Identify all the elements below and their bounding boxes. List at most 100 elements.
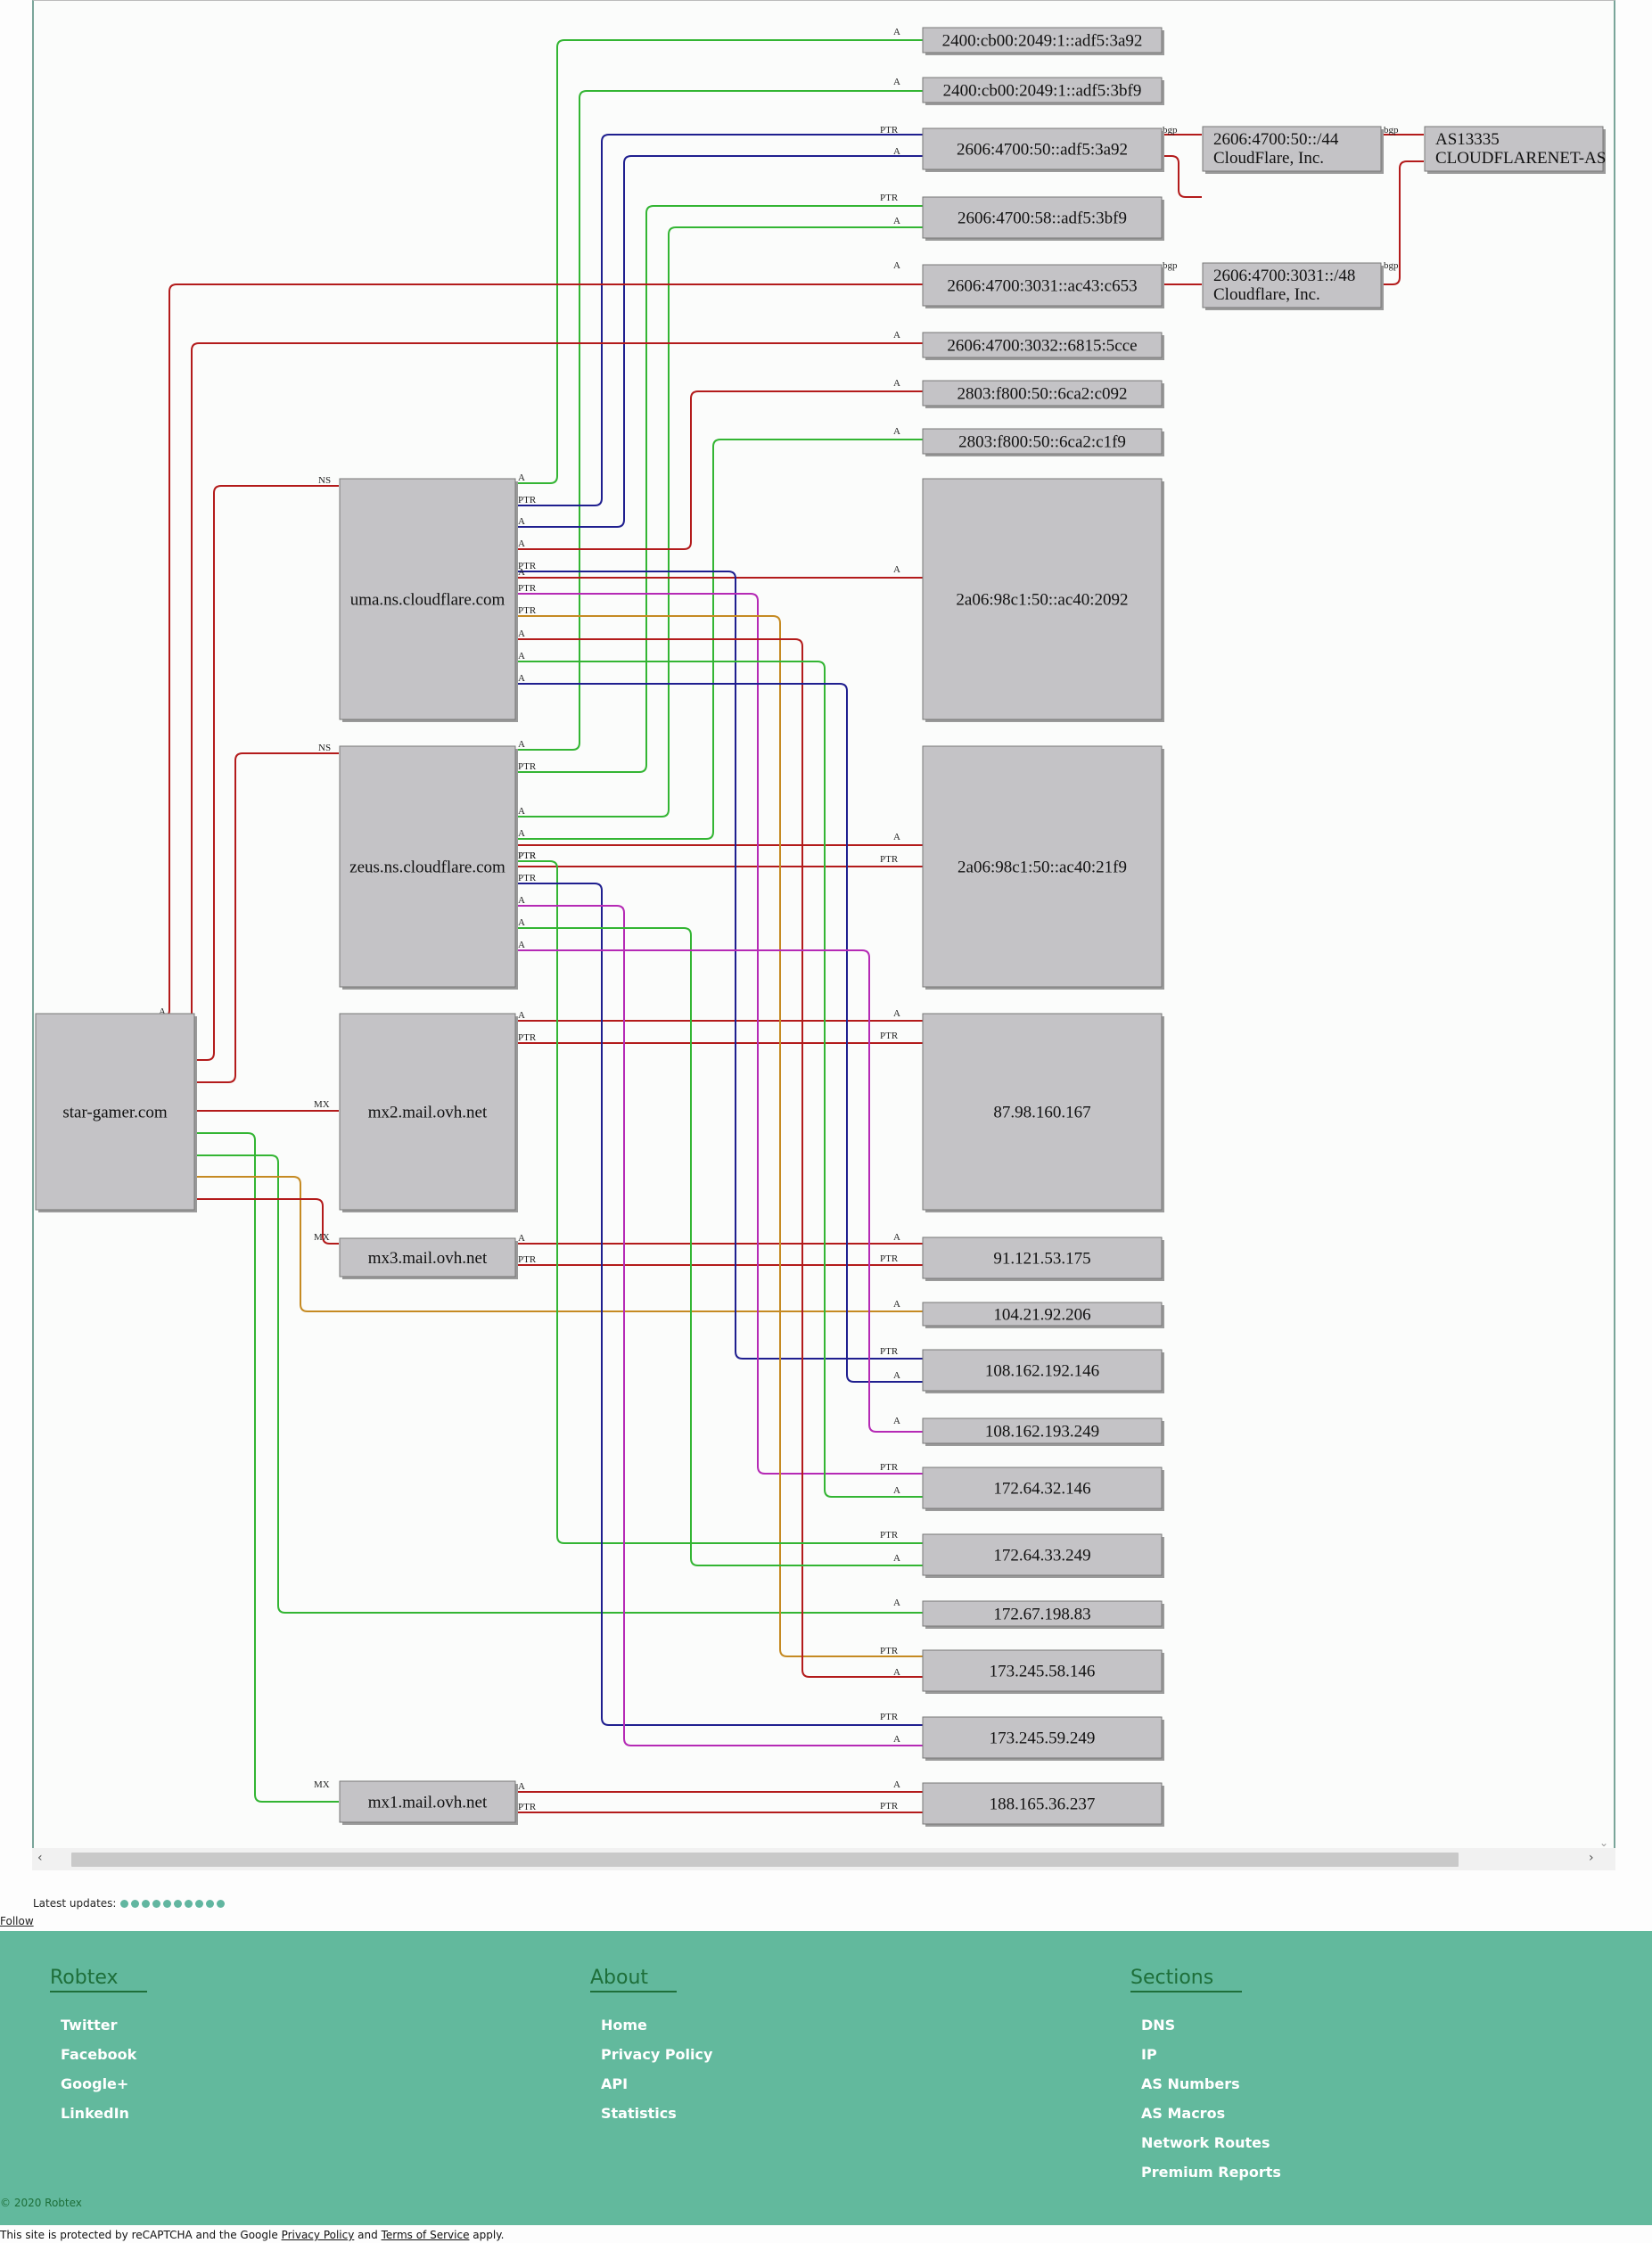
footer-link-premium-reports[interactable]: Premium Reports [1141,2164,1281,2181]
edge-label: A [893,1232,900,1243]
ipv6-node[interactable]: 2a06:98c1:50::ac40:21f9 [922,745,1164,990]
footer-link-statistics[interactable]: Statistics [601,2105,677,2122]
ipv6-node[interactable]: 2606:4700:50::adf5:3a92 [922,127,1164,172]
edge [515,593,923,1475]
scroll-right-arrow[interactable]: › [1589,1851,1594,1865]
mailserver-node[interactable]: mx2.mail.ovh.net [339,1013,518,1212]
ipv4-node[interactable]: 172.64.32.146 [922,1467,1164,1511]
node-label: 2a06:98c1:50::ac40:21f9 [958,859,1127,877]
ipv6-node[interactable]: 2606:4700:3032::6815:5cce [922,332,1164,360]
edge-label: A [893,1370,900,1381]
ipv6-node[interactable]: 2606:4700:3031::ac43:c653 [922,264,1164,308]
edge-label: A [893,330,900,341]
node-label: 2803:f800:50::6ca2:c1f9 [958,433,1126,452]
update-dot[interactable] [174,1899,183,1908]
ipv4-node[interactable]: 87.98.160.167 [922,1013,1164,1212]
footer-link-googleplus[interactable]: Google+ [61,2075,129,2092]
ipv4-node[interactable]: 173.245.58.146 [922,1649,1164,1694]
footer-link-dns[interactable]: DNS [1141,2017,1176,2033]
footer-link-privacy-policy[interactable]: Privacy Policy [601,2046,713,2063]
update-dot[interactable] [195,1899,204,1908]
update-dot[interactable] [185,1899,193,1908]
update-dot[interactable] [142,1899,151,1908]
node-label: 2a06:98c1:50::ac40:2092 [956,591,1128,610]
edge [515,638,923,1678]
scrollbar-thumb[interactable] [71,1853,1459,1867]
edge-label: PTR [880,1801,899,1812]
footer-link-ip[interactable]: IP [1141,2046,1157,2063]
ipv4-node[interactable]: 104.21.92.206 [922,1302,1164,1328]
edge-label: A [893,146,900,157]
edge-label: A [518,739,525,750]
edge-label: PTR [880,125,899,136]
ipv6-node[interactable]: 2803:f800:50::6ca2:c1f9 [922,428,1164,456]
footer-link-home[interactable]: Home [601,2017,647,2033]
node-label: 108.162.193.249 [985,1423,1099,1442]
footer-link-twitter[interactable]: Twitter [61,2017,118,2033]
edge-label: A [518,806,525,817]
ipv4-node[interactable]: 172.64.33.249 [922,1533,1164,1578]
footer-link-facebook[interactable]: Facebook [61,2046,137,2063]
scroll-left-arrow[interactable]: ‹ [37,1851,43,1865]
ipv4-node[interactable]: 172.67.198.83 [922,1600,1164,1629]
edge-label: A [518,917,525,928]
footer-link-linkedin[interactable]: LinkedIn [61,2105,129,2122]
edge [155,342,923,1039]
scroll-down-arrow[interactable]: ⌄ [1599,1836,1609,1849]
ipv4-node[interactable]: 108.162.193.249 [922,1417,1164,1446]
footer-column-title: Robtex [50,1967,147,1992]
recaptcha-privacy-link[interactable]: Privacy Policy [281,2229,355,2241]
update-dot[interactable] [217,1899,226,1908]
footer-link-as-numbers[interactable]: AS Numbers [1141,2075,1240,2092]
ipv6-node[interactable]: 2400:cb00:2049:1::adf5:3a92 [922,27,1164,55]
nodes: star-gamer.com uma.ns.cloudflare.com zeus.… [35,27,1606,1827]
ipv6-node[interactable]: 2606:4700:58::adf5:3bf9 [922,196,1164,241]
edge [515,155,923,528]
mailserver-node[interactable]: mx1.mail.ovh.net [339,1780,518,1825]
edge-label: PTR [518,1254,537,1265]
update-dot[interactable] [163,1899,172,1908]
ipv6-node[interactable]: 2803:f800:50::6ca2:c092 [922,380,1164,408]
edge [515,226,923,818]
edge [515,390,923,550]
recaptcha-terms-link[interactable]: Terms of Service [381,2229,470,2241]
update-dots[interactable] [120,1899,226,1908]
update-dot[interactable] [120,1899,129,1908]
edge [155,1198,339,1245]
update-dot[interactable] [152,1899,161,1908]
edge-label: bgp [1163,260,1178,271]
edge [515,134,923,506]
edge [515,883,923,1726]
edge-label: A [893,1299,900,1310]
domain-node[interactable]: star-gamer.com [35,1013,197,1212]
ipv6-node[interactable]: 2a06:98c1:50::ac40:2092 [922,478,1164,722]
footer-link-network-routes[interactable]: Network Routes [1141,2134,1270,2151]
nameserver-node[interactable]: uma.ns.cloudflare.com [339,478,518,722]
node-label: uma.ns.cloudflare.com [350,591,505,610]
edge-label: A [518,1233,525,1244]
ipv6-node[interactable]: 2400:cb00:2049:1::adf5:3bf9 [922,77,1164,105]
ipv4-node[interactable]: 173.245.59.249 [922,1716,1164,1761]
footer-link-as-macros[interactable]: AS Macros [1141,2105,1226,2122]
update-dot[interactable] [206,1899,215,1908]
nameserver-node[interactable]: zeus.ns.cloudflare.com [339,745,518,990]
edge [515,205,923,773]
edge-label: A [893,1667,900,1678]
horizontal-scrollbar[interactable]: ‹ › [32,1848,1615,1870]
ipv4-node[interactable]: 108.162.192.146 [922,1349,1164,1393]
ipv4-node[interactable]: 188.165.36.237 [922,1782,1164,1827]
update-dot[interactable] [131,1899,140,1908]
ipv4-node[interactable]: 91.121.53.175 [922,1237,1164,1281]
edge-label: bgp [1163,125,1178,136]
latest-updates: Latest updates: [33,1897,226,1910]
mailserver-node[interactable]: mx3.mail.ovh.net [339,1237,518,1279]
edge [515,615,923,1657]
node-label: 2606:4700:3031::ac43:c653 [947,277,1137,296]
footer-link-api[interactable]: API [601,2075,629,2092]
follow-link[interactable]: Follow [0,1915,34,1927]
edge-label: PTR [880,1646,899,1656]
